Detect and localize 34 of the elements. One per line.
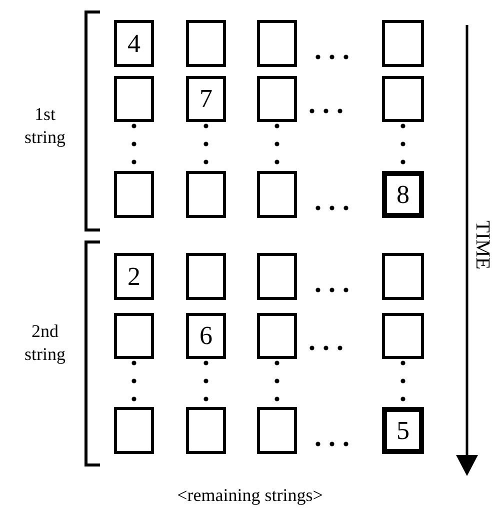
empty-box bbox=[382, 20, 424, 67]
empty-box bbox=[114, 76, 154, 122]
empty-box bbox=[257, 253, 297, 300]
empty-box bbox=[257, 171, 297, 218]
empty-box bbox=[186, 171, 226, 218]
group-label: 2nd string bbox=[23, 320, 66, 365]
empty-box bbox=[186, 407, 226, 454]
numbered-box bbox=[114, 253, 154, 300]
empty-box bbox=[257, 407, 297, 454]
empty-box bbox=[257, 76, 297, 122]
box-number: 4 bbox=[128, 30, 140, 56]
empty-box bbox=[114, 407, 154, 454]
box-number: 5 bbox=[396, 418, 410, 444]
empty-box bbox=[382, 253, 424, 300]
numbered-box bbox=[382, 407, 424, 454]
numbered-box bbox=[186, 76, 226, 122]
empty-box bbox=[186, 20, 226, 67]
empty-box bbox=[114, 313, 154, 359]
group-label: 1st string bbox=[23, 103, 66, 148]
numbered-box bbox=[114, 20, 154, 67]
caption-text: <remaining strings> bbox=[176, 484, 324, 506]
axis-label: TIME bbox=[472, 220, 492, 270]
box-number: 6 bbox=[200, 323, 212, 349]
empty-box bbox=[114, 171, 154, 218]
empty-box bbox=[257, 20, 297, 67]
box-number: 7 bbox=[200, 86, 212, 112]
empty-box bbox=[257, 313, 297, 359]
empty-box bbox=[186, 253, 226, 300]
empty-box bbox=[382, 313, 424, 359]
empty-box bbox=[382, 76, 424, 122]
box-number: 8 bbox=[396, 182, 410, 208]
numbered-box bbox=[382, 171, 424, 218]
numbered-box bbox=[186, 313, 226, 359]
box-number: 2 bbox=[128, 264, 140, 290]
